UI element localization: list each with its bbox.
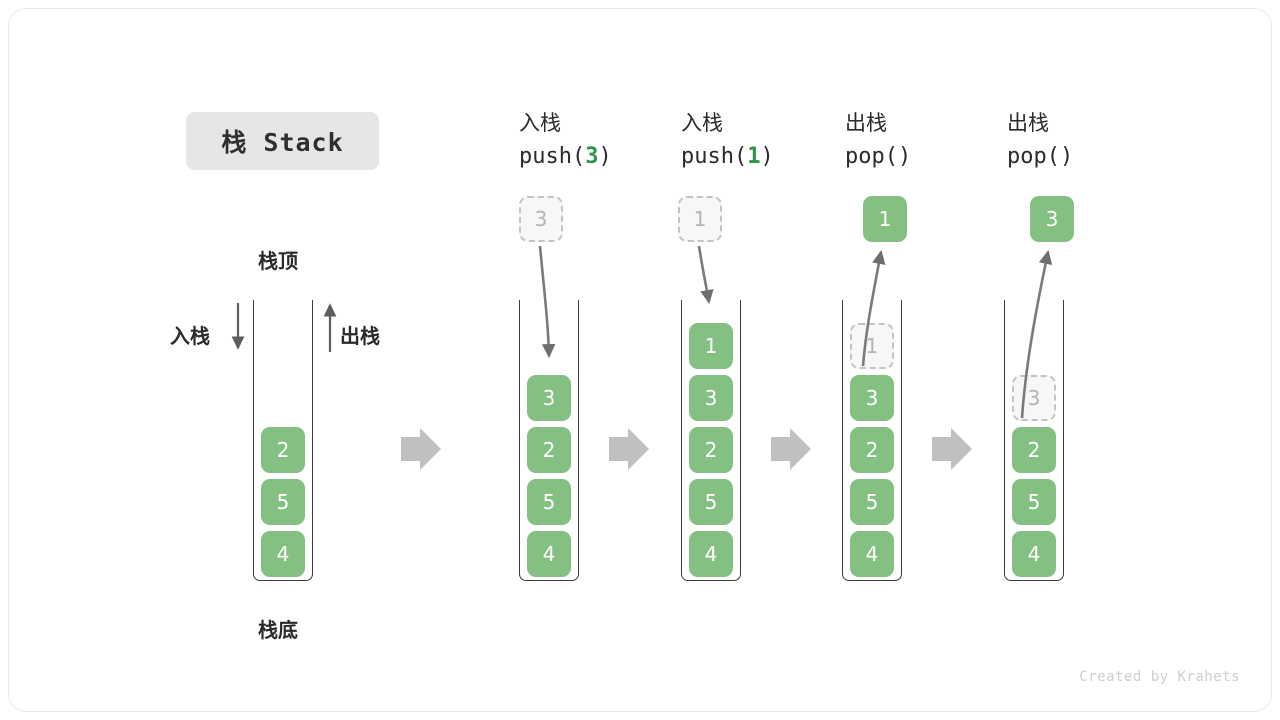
stack-cell: 2 xyxy=(850,427,894,473)
header-push-3-code: push(3) xyxy=(519,143,612,169)
stack-cell: 1 xyxy=(689,323,733,369)
stack-cell: 3 xyxy=(1012,375,1056,421)
stack-cell: 2 xyxy=(527,427,571,473)
label-pop-side: 出栈 xyxy=(340,324,380,348)
stack-during-pop-3: 3 2 5 4 xyxy=(1004,300,1064,581)
header-pop-3-cn: 出栈 xyxy=(1007,111,1049,135)
stack-initial: 2 5 4 xyxy=(253,300,313,581)
header-push-3-cn: 入栈 xyxy=(519,111,561,135)
stack-cell: 5 xyxy=(527,479,571,525)
label-stack-bottom: 栈底 xyxy=(258,618,298,642)
stack-after-push-3-cells: 3 2 5 4 xyxy=(520,375,578,577)
stack-during-pop-1: 1 3 2 5 4 xyxy=(842,300,902,581)
header-push-1-code: push(1) xyxy=(681,143,774,169)
stack-during-pop-3-cells: 3 2 5 4 xyxy=(1005,375,1063,577)
stack-after-push-3: 3 2 5 4 xyxy=(519,300,579,581)
header-push-3: 入栈 push(3) xyxy=(519,108,612,173)
stack-cell: 4 xyxy=(850,531,894,577)
float-box-push-1: 1 xyxy=(678,196,722,242)
diagram-title: 栈 Stack xyxy=(186,112,379,170)
stack-cell: 4 xyxy=(1012,531,1056,577)
stack-cell: 4 xyxy=(689,531,733,577)
header-pop-1-code: pop() xyxy=(845,143,912,169)
label-stack-top: 栈顶 xyxy=(258,249,298,273)
stack-after-push-1-cells: 1 3 2 5 4 xyxy=(682,323,740,577)
stack-after-push-1: 1 3 2 5 4 xyxy=(681,300,741,581)
stack-cell: 2 xyxy=(1012,427,1056,473)
stack-cell: 5 xyxy=(261,479,305,525)
stack-cell: 4 xyxy=(261,531,305,577)
stack-cell: 1 xyxy=(850,323,894,369)
footer-credit: Created by Krahets xyxy=(1079,669,1240,685)
stack-cell: 5 xyxy=(850,479,894,525)
float-box-pop-1: 1 xyxy=(863,196,907,242)
stack-cell: 5 xyxy=(689,479,733,525)
header-pop-3: 出栈 pop() xyxy=(1007,108,1073,173)
header-pop-1: 出栈 pop() xyxy=(845,108,911,173)
stack-cell: 5 xyxy=(1012,479,1056,525)
header-push-1: 入栈 push(1) xyxy=(681,108,774,173)
stack-cell: 2 xyxy=(689,427,733,473)
stack-cell: 2 xyxy=(261,427,305,473)
stack-cell: 4 xyxy=(527,531,571,577)
stack-cell: 3 xyxy=(850,375,894,421)
float-box-push-3: 3 xyxy=(519,196,563,242)
header-pop-3-code: pop() xyxy=(1007,143,1074,169)
header-pop-1-cn: 出栈 xyxy=(845,111,887,135)
label-push-side: 入栈 xyxy=(170,324,210,348)
stack-initial-cells: 2 5 4 xyxy=(254,427,312,577)
header-push-1-cn: 入栈 xyxy=(681,111,723,135)
stack-cell: 3 xyxy=(689,375,733,421)
stack-during-pop-1-cells: 1 3 2 5 4 xyxy=(843,323,901,577)
stack-cell: 3 xyxy=(527,375,571,421)
float-box-pop-3: 3 xyxy=(1030,196,1074,242)
